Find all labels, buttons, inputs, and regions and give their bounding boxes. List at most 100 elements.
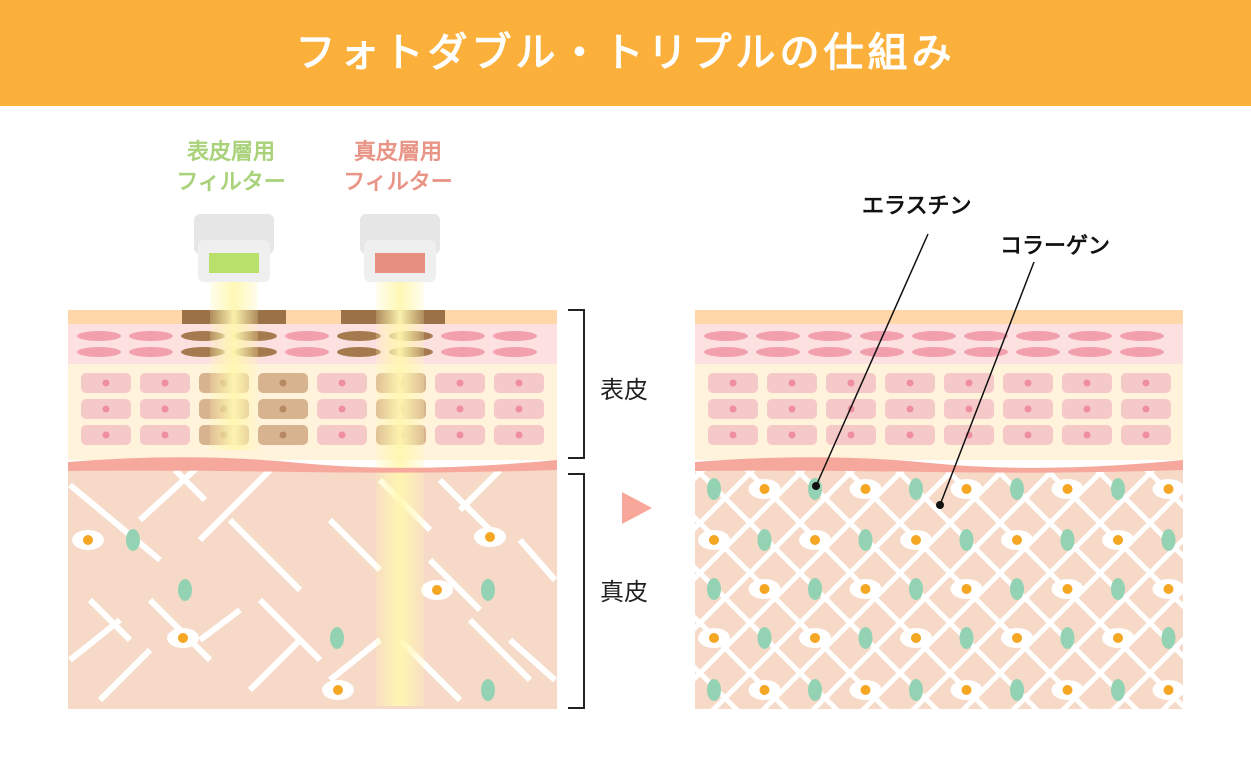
elastin-fiber [707, 578, 721, 600]
fibroblast-nucleus [860, 685, 871, 695]
fibroblast-nucleus [178, 633, 188, 643]
cell-nucleus [456, 379, 464, 387]
cell-nucleus [456, 405, 464, 413]
elastin-fiber [1010, 679, 1024, 701]
fibroblast-nucleus [759, 685, 770, 695]
flat-cell [1120, 347, 1164, 357]
elastin-fiber [808, 578, 822, 600]
fibroblast-nucleus [810, 535, 820, 545]
fibroblast-nucleus [1163, 584, 1174, 594]
collagen-fiber [710, 468, 957, 709]
elastin-fiber [909, 578, 923, 600]
cell-nucleus [1142, 379, 1150, 387]
elastin-fiber [959, 627, 974, 649]
flat-cell [912, 347, 956, 357]
collagen-fiber [1010, 536, 1183, 709]
epidermis-light-beam [210, 282, 258, 450]
cell-nucleus [729, 379, 737, 387]
cell-nucleus [102, 431, 110, 439]
cell-nucleus [906, 405, 914, 413]
flat-cell [860, 347, 904, 357]
fibroblast-nucleus [1062, 484, 1073, 494]
epidermis-filter-line1: 表皮層用 [186, 140, 275, 165]
flat-cell [77, 331, 121, 341]
elastin-fiber [481, 579, 495, 601]
collagen-pointer-line [939, 261, 1035, 506]
collagen-fiber [910, 468, 1157, 709]
cell-nucleus [906, 431, 914, 439]
flat-cell [1016, 331, 1060, 341]
flat-cell [808, 347, 852, 357]
collagen-fiber [1093, 468, 1183, 560]
elastin-fiber [909, 478, 923, 500]
skin-surface [68, 310, 557, 324]
flat-cell [912, 331, 956, 341]
flat-cell [337, 347, 381, 357]
dermis-light-beam [376, 282, 424, 706]
dermis-handpiece-icon [360, 214, 440, 282]
epidermis-cells [704, 331, 1171, 445]
elastin-fiber [858, 529, 873, 551]
fibroblast-nucleus [709, 535, 719, 545]
fibroblast-nucleus [432, 585, 442, 595]
flat-cell [1016, 347, 1060, 357]
collagen-fiber [1110, 636, 1183, 709]
cell-nucleus [1024, 405, 1032, 413]
flat-cell [1068, 331, 1112, 341]
collagen-fiber [695, 468, 807, 582]
elastin-fiber [808, 679, 822, 701]
collagen-fiber [695, 468, 907, 682]
fibroblast-nucleus [759, 584, 770, 594]
cell-nucleus [1083, 431, 1091, 439]
basement-membrane [695, 457, 1183, 473]
flat-cell [337, 331, 381, 341]
cell-nucleus [161, 405, 169, 413]
collagen-fiber [695, 468, 757, 532]
cell-nucleus [847, 431, 855, 439]
elastin-fiber [126, 529, 140, 551]
basement-membrane [68, 457, 557, 473]
collagen-fiber [1195, 468, 1251, 728]
epidermis-bracket [568, 309, 585, 459]
cell-nucleus [729, 431, 737, 439]
cell-nucleus [161, 431, 169, 439]
elastin-fiber [1161, 529, 1176, 551]
cell-nucleus [515, 431, 523, 439]
elastin-fiber [757, 627, 772, 649]
flat-cell [808, 331, 852, 341]
epidermis-cells [77, 331, 544, 445]
epidermis-upper-layer [68, 324, 557, 364]
dermis-filter-label: 真皮層用 フィルター [323, 138, 473, 198]
cell-nucleus [788, 379, 796, 387]
elastin-fiber [1111, 578, 1125, 600]
epidermis-filter-window [209, 253, 259, 273]
cell-nucleus [515, 379, 523, 387]
fibroblast-nucleus [961, 584, 972, 594]
flat-cell [441, 347, 485, 357]
elastin-fiber [959, 529, 974, 551]
fibroblast-nucleus [485, 532, 495, 542]
fibroblast-nucleus [911, 535, 921, 545]
elastin-fiber [707, 478, 721, 500]
dermis-filter-window [375, 253, 425, 273]
dermis-filter-line1: 真皮層用 [353, 140, 442, 165]
cell-nucleus [1083, 405, 1091, 413]
cell-nucleus [1083, 379, 1091, 387]
cell-nucleus [1024, 431, 1032, 439]
flat-cell [285, 331, 329, 341]
cell-nucleus [279, 405, 287, 413]
fibroblast-nucleus [961, 484, 972, 494]
flat-cell [285, 347, 329, 357]
fibroblast-nucleus [961, 685, 972, 695]
cell-nucleus [847, 379, 855, 387]
collagen-fiber [960, 486, 1183, 709]
epidermis-filter-line2: フィルター [176, 170, 286, 195]
elastin-label: エラスチン [862, 194, 972, 219]
cell-nucleus [338, 431, 346, 439]
elastin-fiber [1161, 627, 1176, 649]
skin-surface [695, 310, 1183, 324]
fibroblast-nucleus [83, 535, 93, 545]
flat-cell [493, 331, 537, 341]
dermis-cells-dense [698, 478, 1185, 701]
collagen-fiber [1245, 468, 1251, 728]
